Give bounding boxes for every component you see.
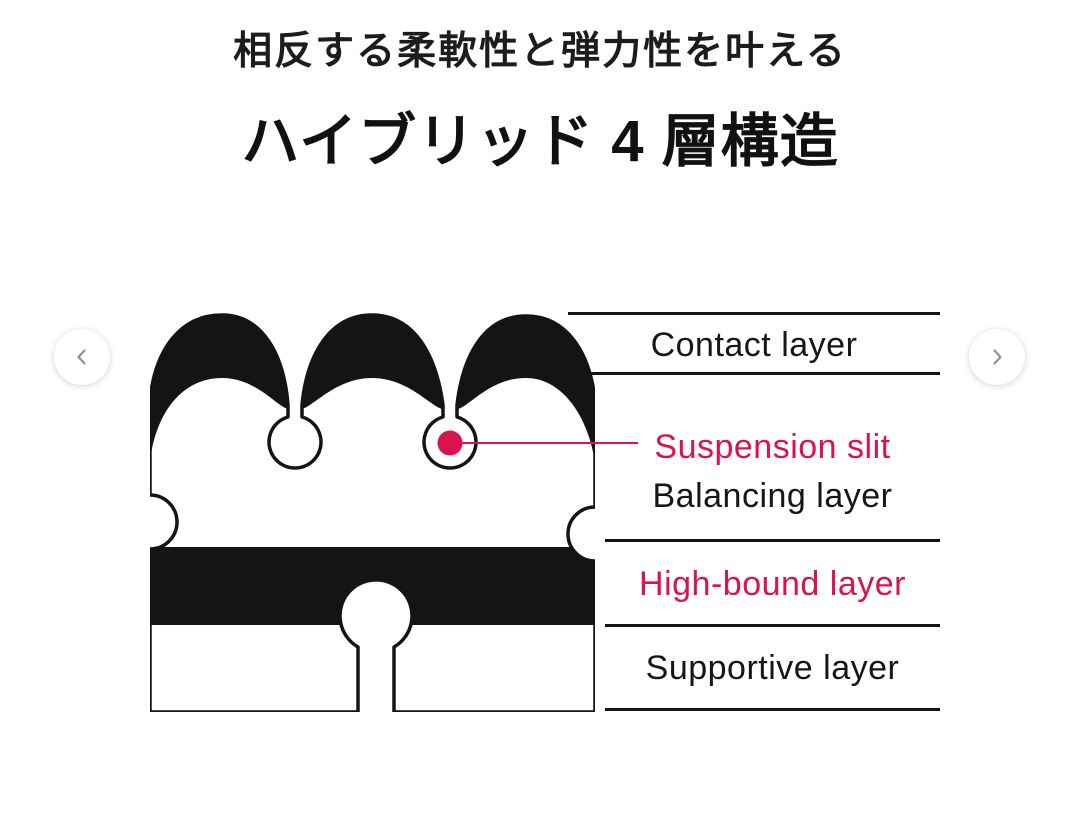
label-rule-contact-bottom: [568, 372, 940, 375]
section-title: ハイブリッド 4 層構造: [241, 109, 839, 174]
high-bound-layer-fill: [150, 547, 595, 625]
chevron-right-icon: [993, 349, 1002, 365]
label-balancing-layer: Balancing layer: [652, 477, 893, 515]
mattress-cross-section-diagram: [150, 313, 595, 712]
mattress-outline: [150, 313, 595, 712]
carousel-prev-button[interactable]: [54, 329, 110, 385]
suspension-slit-dot: [437, 430, 463, 456]
label-high-bound-layer: High-bound layer: [639, 565, 906, 603]
label-rule-supportive-bottom: [605, 708, 940, 711]
section-subtitle: 相反する柔軟性と弾力性を叶える: [233, 30, 847, 73]
label-rule-balancing-bottom: [605, 539, 940, 542]
label-contact-layer: Contact layer: [650, 326, 858, 364]
suspension-slit-connector-line: [458, 442, 638, 444]
label-rule-highbound-bottom: [605, 624, 940, 627]
label-rule-top: [568, 312, 940, 315]
label-suspension-slit: Suspension slit: [654, 428, 891, 466]
contact-layer-fill: [150, 315, 595, 462]
label-supportive-layer: Supportive layer: [645, 649, 900, 687]
carousel-next-button[interactable]: [969, 329, 1025, 385]
chevron-left-icon: [77, 349, 86, 365]
